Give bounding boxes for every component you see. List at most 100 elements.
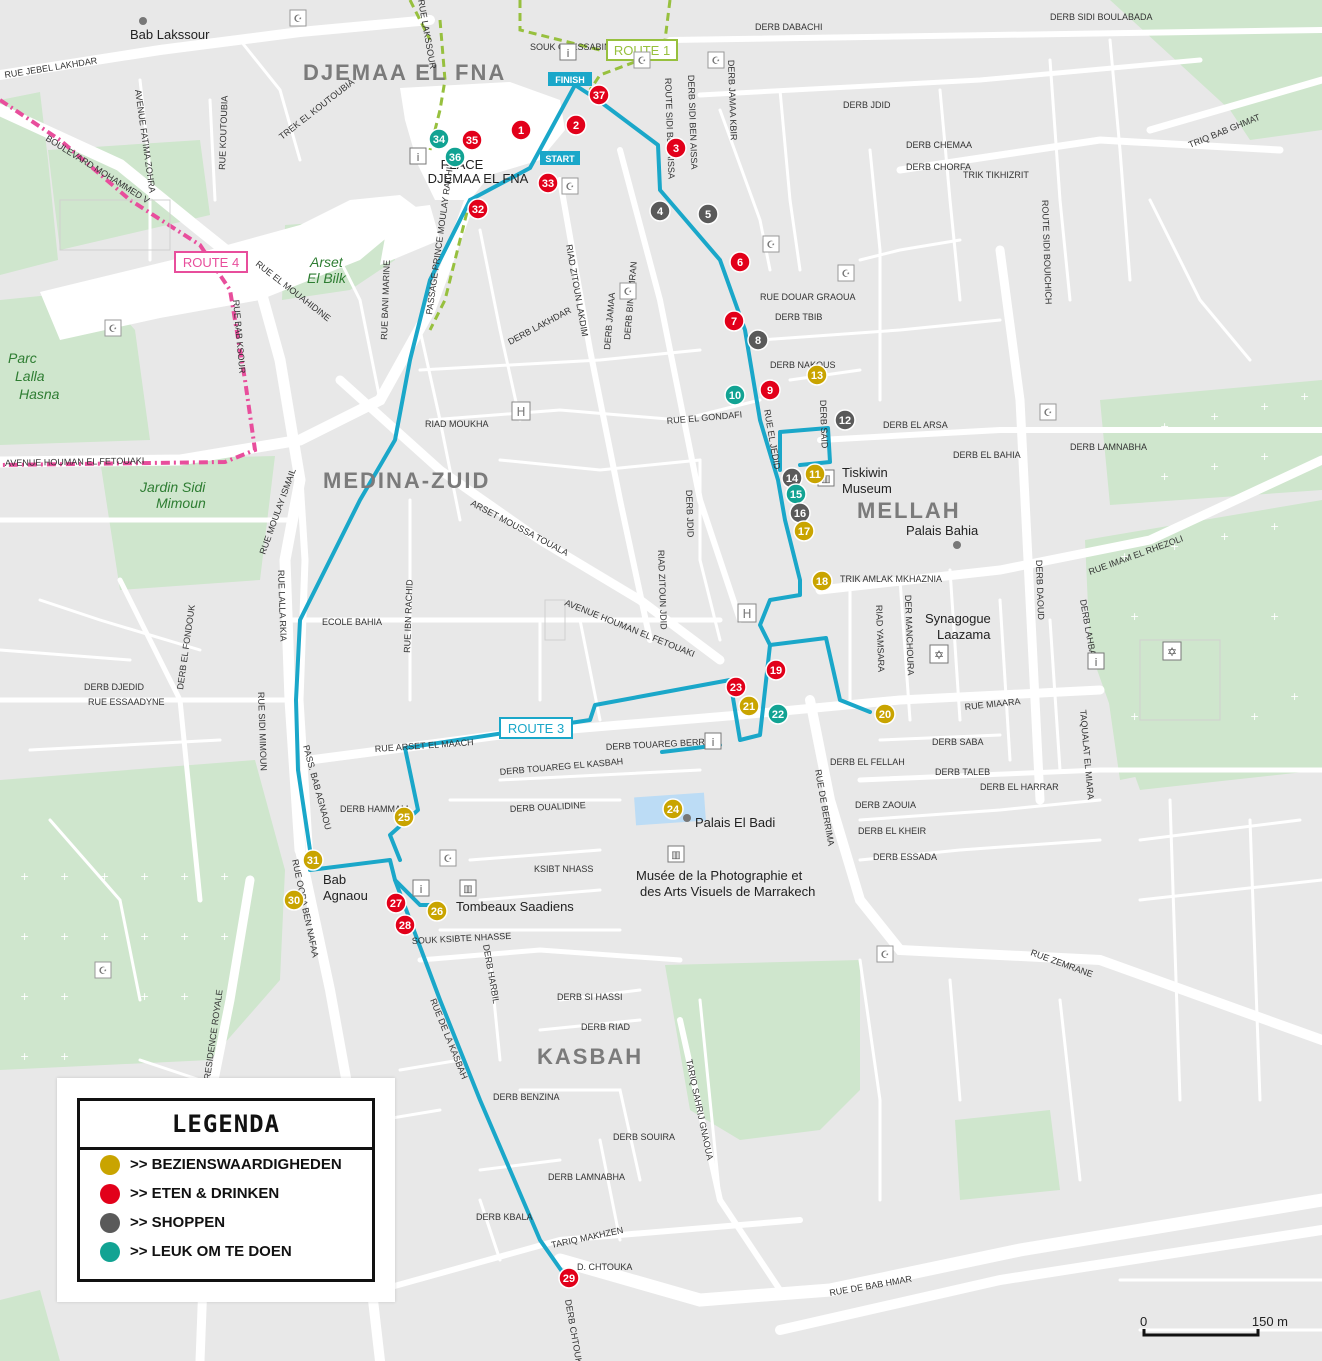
marker-circle[interactable] xyxy=(428,128,450,150)
marker-7[interactable]: 7 xyxy=(723,310,745,332)
marker-circle[interactable] xyxy=(765,659,787,681)
marker-number: 3 xyxy=(673,143,679,155)
marker-circle[interactable] xyxy=(804,463,826,485)
route-3-mellah-loop xyxy=(778,426,832,472)
marker-circle[interactable] xyxy=(558,1267,580,1289)
st-si-hassi: DERB SI HASSI xyxy=(557,992,623,1002)
marker-13[interactable]: 13 xyxy=(806,364,828,386)
marker-circle[interactable] xyxy=(649,200,671,222)
marker-3[interactable]: 3 xyxy=(665,137,687,159)
svg-text:+: + xyxy=(1260,400,1269,413)
district-mellah: MELLAH xyxy=(857,498,961,523)
marker-circle[interactable] xyxy=(723,310,745,332)
route-3-badge[interactable] xyxy=(499,717,573,739)
marker-circle[interactable] xyxy=(385,892,407,914)
marker-2[interactable]: 2 xyxy=(565,114,587,136)
marker-circle[interactable] xyxy=(725,676,747,698)
info-icon: i xyxy=(412,879,430,897)
marker-16[interactable]: 16 xyxy=(789,502,811,524)
route-labels[interactable]: ROUTE 1 ROUTE 3 ROUTE 4 FINISH START xyxy=(174,39,678,739)
marker-28[interactable]: 28 xyxy=(394,914,416,936)
marker-33[interactable]: 33 xyxy=(537,172,559,194)
marker-number: 20 xyxy=(879,709,891,721)
marker-23[interactable]: 23 xyxy=(725,676,747,698)
start-text: START xyxy=(545,154,575,164)
marker-circle[interactable] xyxy=(793,520,815,542)
marker-circle[interactable] xyxy=(729,251,751,273)
street-48 xyxy=(948,978,962,1102)
marker-circle[interactable] xyxy=(393,806,415,828)
marker-4[interactable]: 4 xyxy=(649,200,671,222)
marker-20[interactable]: 20 xyxy=(874,703,896,725)
marker-circle[interactable] xyxy=(724,384,746,406)
marker-19[interactable]: 19 xyxy=(765,659,787,681)
marker-circle[interactable] xyxy=(738,695,760,717)
marker-22[interactable]: 22 xyxy=(767,703,789,725)
marker-26[interactable]: 26 xyxy=(426,900,448,922)
marker-35[interactable]: 35 xyxy=(461,129,483,151)
marker-circle[interactable] xyxy=(588,84,610,106)
marker-circle[interactable] xyxy=(510,119,532,141)
marker-circle[interactable] xyxy=(662,798,684,820)
park-labels: Arset El Bilk Parc Lalla Hasna Jardin Si… xyxy=(8,254,347,511)
marker-circle[interactable] xyxy=(759,379,781,401)
marker-number: 32 xyxy=(472,204,484,216)
marker-11[interactable]: 11 xyxy=(804,463,826,485)
marker-18[interactable]: 18 xyxy=(811,570,833,592)
marker-31[interactable]: 31 xyxy=(302,849,324,871)
marker-1[interactable]: 1 xyxy=(510,119,532,141)
st-lamnabha: DERB LAMNABHA xyxy=(548,1172,625,1182)
marker-circle[interactable] xyxy=(461,129,483,151)
marker-circle[interactable] xyxy=(394,914,416,936)
marker-30[interactable]: 30 xyxy=(283,889,305,911)
marker-circle[interactable] xyxy=(874,703,896,725)
st-nakous: DERB NAKOUS xyxy=(770,360,836,370)
st-essaadyne: RUE ESSAADYNE xyxy=(88,697,165,707)
marker-36[interactable]: 36 xyxy=(444,146,466,168)
marker-circle[interactable] xyxy=(811,570,833,592)
marker-circle[interactable] xyxy=(444,146,466,168)
marker-15[interactable]: 15 xyxy=(785,483,807,505)
marker-circle[interactable] xyxy=(834,409,856,431)
street-6 xyxy=(478,228,522,422)
mosque-icon: ☪ xyxy=(837,264,855,282)
marker-circle[interactable] xyxy=(665,137,687,159)
marker-circle[interactable] xyxy=(283,889,305,911)
marker-circle[interactable] xyxy=(467,198,489,220)
svg-text:☪: ☪ xyxy=(1044,408,1053,419)
marker-circle[interactable] xyxy=(767,703,789,725)
marker-circle[interactable] xyxy=(426,900,448,922)
marker-32[interactable]: 32 xyxy=(467,198,489,220)
marker-5[interactable]: 5 xyxy=(697,203,719,225)
marker-34[interactable]: 34 xyxy=(428,128,450,150)
route-4-text: ROUTE 4 xyxy=(183,255,239,270)
route-3-north-west xyxy=(294,198,472,852)
marker-circle[interactable] xyxy=(565,114,587,136)
street-46 xyxy=(698,998,722,1202)
marker-12[interactable]: 12 xyxy=(834,409,856,431)
st-bahia: DERB EL BAHIA xyxy=(953,450,1021,460)
marker-24[interactable]: 24 xyxy=(662,798,684,820)
marker-27[interactable]: 27 xyxy=(385,892,407,914)
route-4-badge[interactable] xyxy=(174,251,248,273)
marker-37[interactable]: 37 xyxy=(588,84,610,106)
marker-25[interactable]: 25 xyxy=(393,806,415,828)
marker-circle[interactable] xyxy=(806,364,828,386)
marker-29[interactable]: 29 xyxy=(558,1267,580,1289)
marker-circle[interactable] xyxy=(537,172,559,194)
marker-6[interactable]: 6 xyxy=(729,251,751,273)
svg-text:+: + xyxy=(1290,690,1299,703)
marker-21[interactable]: 21 xyxy=(738,695,760,717)
marker-10[interactable]: 10 xyxy=(724,384,746,406)
marker-circle[interactable] xyxy=(697,203,719,225)
marker-circle[interactable] xyxy=(302,849,324,871)
marker-8[interactable]: 8 xyxy=(747,329,769,351)
street-16 xyxy=(858,238,962,262)
marker-9[interactable]: 9 xyxy=(759,379,781,401)
st-rzj: RIAD ZITOUN JDID xyxy=(656,550,669,631)
marker-17[interactable]: 17 xyxy=(793,520,815,542)
label-palais-badi: Palais El Badi xyxy=(695,815,775,830)
marker-circle[interactable] xyxy=(747,329,769,351)
